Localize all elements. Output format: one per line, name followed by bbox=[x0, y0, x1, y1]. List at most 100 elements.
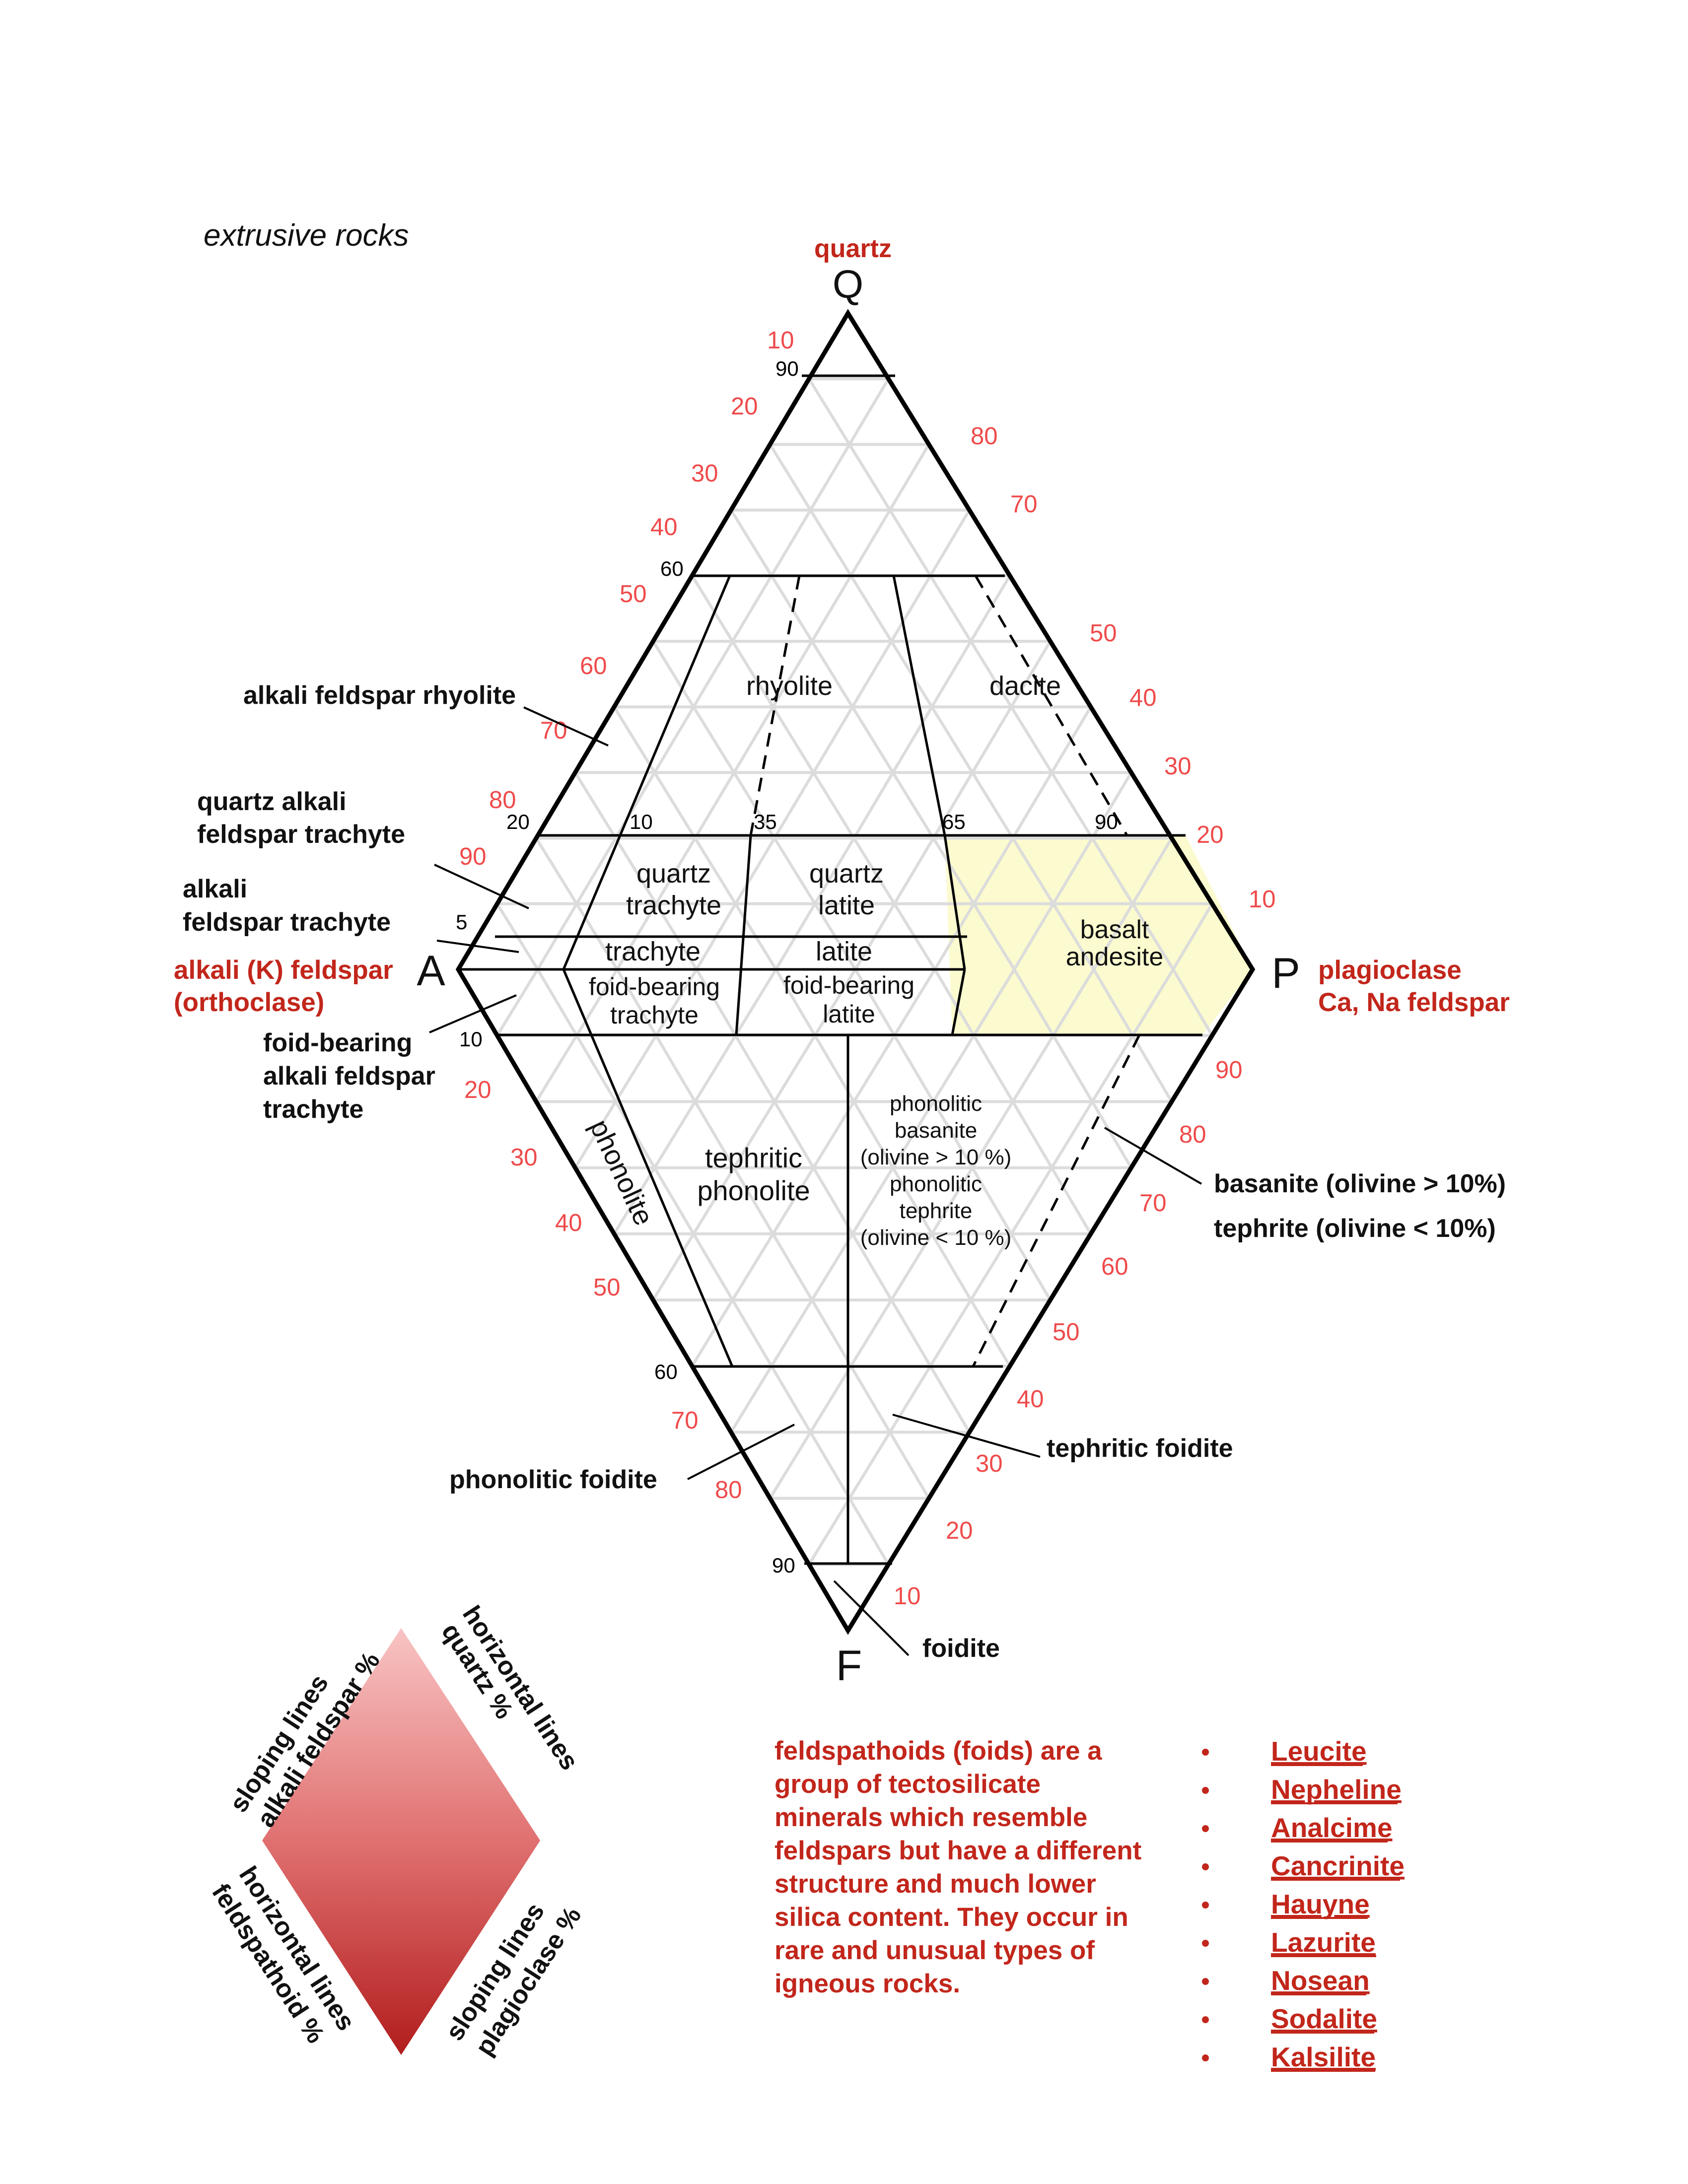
vertex-a-name-1: alkali (K) feldspar bbox=[174, 956, 393, 985]
tick-right-lower: 10 bbox=[894, 1583, 921, 1610]
field-latite: latite bbox=[816, 937, 872, 966]
mineral-bullets bbox=[1202, 1749, 1209, 2061]
field-foid-latite-2: latite bbox=[823, 1000, 875, 1028]
foid-note: feldspathoids (foids) are a group of tec… bbox=[774, 1736, 1141, 1998]
tick-right-lower: 40 bbox=[1017, 1386, 1044, 1413]
mineral-link-cancrinite[interactable]: Cancrinite bbox=[1271, 1850, 1405, 1881]
tick-f60: 60 bbox=[654, 1360, 678, 1383]
field-boundaries bbox=[458, 374, 1202, 1565]
tick-right-lower: 30 bbox=[976, 1450, 1003, 1477]
tick-right-upper: 10 bbox=[1249, 886, 1276, 913]
field-foid-latite-1: foid-bearing bbox=[783, 971, 914, 999]
field-quartz-trachyte-1: quartz bbox=[636, 859, 711, 888]
note-line: igneous rocks. bbox=[774, 1969, 960, 1998]
vertex-q-name: quartz bbox=[814, 234, 892, 263]
vertex-p-name-2: Ca, Na feldspar bbox=[1318, 988, 1510, 1017]
tick-right-lower: 70 bbox=[1139, 1190, 1167, 1217]
note-line: rare and unusual types of bbox=[774, 1936, 1095, 1965]
note-line: group of tectosilicate bbox=[774, 1770, 1041, 1799]
tick-right-lower: 90 bbox=[1215, 1057, 1243, 1084]
callout-tephritic-foidite: tephritic foidite bbox=[1047, 1434, 1233, 1463]
mineral-link-kalsilite[interactable]: Kalsilite bbox=[1271, 2042, 1376, 2072]
tick-left-lower: 50 bbox=[593, 1274, 621, 1301]
field-phonolitic-tephrite-1: phonolitic bbox=[890, 1172, 982, 1196]
field-quartz-latite-1: quartz bbox=[809, 859, 884, 888]
tick-right-upper: 70 bbox=[1010, 491, 1038, 518]
page-title: extrusive rocks bbox=[204, 218, 409, 253]
field-trachyte: trachyte bbox=[605, 937, 701, 966]
tick-left-lower: 30 bbox=[510, 1144, 538, 1171]
vertex-p-letter: P bbox=[1271, 950, 1300, 997]
tick-left-upper: 60 bbox=[580, 653, 607, 680]
callout-alkali-feldspar-rhyolite: alkali feldspar rhyolite bbox=[243, 681, 516, 710]
tick-f10: 10 bbox=[459, 1027, 483, 1051]
field-phonolitic-tephrite-3: (olivine < 10 %) bbox=[860, 1226, 1011, 1250]
tick-p10: 10 bbox=[630, 810, 653, 833]
vertex-a-letter: A bbox=[417, 947, 445, 995]
legend-diamond bbox=[262, 1628, 540, 2055]
note-line: silica content. They occur in bbox=[774, 1903, 1128, 1932]
tick-p65: 65 bbox=[942, 810, 966, 833]
tick-q5: 5 bbox=[456, 910, 467, 934]
tick-right-upper: 30 bbox=[1164, 753, 1192, 780]
field-phonolitic-basanite-3: (olivine > 10 %) bbox=[860, 1145, 1011, 1169]
field-basalt-andesite-1: basalt bbox=[1080, 915, 1149, 944]
mineral-link-nosean[interactable]: Nosean bbox=[1271, 1965, 1370, 1996]
field-basalt-andesite-2: andesite bbox=[1066, 943, 1164, 971]
tick-f90: 90 bbox=[772, 1554, 795, 1577]
tick-left-lower: 80 bbox=[715, 1477, 742, 1503]
field-phonolitic-tephrite-2: tephrite bbox=[900, 1199, 973, 1223]
field-phonolitic-basanite-1: phonolitic bbox=[890, 1092, 982, 1116]
field-tephritic-phonolite-1: tephritic bbox=[705, 1142, 802, 1173]
note-line: feldspathoids (foids) are a bbox=[774, 1736, 1102, 1766]
tick-right-upper: 80 bbox=[971, 423, 998, 450]
note-line: minerals which resemble bbox=[774, 1803, 1087, 1832]
tick-left-upper: 50 bbox=[620, 581, 647, 608]
note-line: feldspars but have a different bbox=[774, 1836, 1141, 1865]
tick-right-upper: 50 bbox=[1090, 620, 1117, 647]
tick-labels-black: 90 60 20 5 10 60 90 10 35 65 90 bbox=[456, 357, 1118, 1577]
tick-left-lower: 40 bbox=[555, 1210, 582, 1236]
tick-right-lower: 60 bbox=[1101, 1253, 1128, 1280]
callout-alkali-feldspar-trachyte-2: feldspar trachyte bbox=[183, 908, 391, 937]
callout-basanite: basanite (olivine > 10%) bbox=[1214, 1169, 1506, 1198]
mineral-link-lazurite[interactable]: Lazurite bbox=[1271, 1927, 1376, 1958]
minerals-list: Leucite Nepheline Analcime Cancrinite Ha… bbox=[1202, 1736, 1405, 2072]
tick-q90: 90 bbox=[775, 357, 799, 380]
field-rhyolite: rhyolite bbox=[746, 671, 833, 701]
tick-p90: 90 bbox=[1095, 810, 1118, 833]
tick-left-upper: 20 bbox=[731, 393, 758, 420]
tick-labels-red: 10 20 30 40 50 60 70 80 90 80 70 50 40 3… bbox=[459, 327, 1276, 1610]
mineral-link-sodalite[interactable]: Sodalite bbox=[1271, 2003, 1377, 2034]
tick-left-lower: 70 bbox=[671, 1407, 699, 1434]
legend: sloping lines alkali feldspar % horizont… bbox=[206, 1601, 587, 2061]
callout-lines bbox=[429, 706, 1202, 1656]
vertex-q-letter: Q bbox=[833, 262, 863, 306]
mineral-link-leucite[interactable]: Leucite bbox=[1271, 1736, 1367, 1767]
dashed-boundaries bbox=[749, 575, 1141, 1367]
callout-alkali-feldspar-trachyte-1: alkali bbox=[183, 875, 247, 903]
mineral-link-nepheline[interactable]: Nepheline bbox=[1271, 1774, 1402, 1805]
tick-right-lower: 80 bbox=[1179, 1121, 1206, 1148]
callout-foid-alkali-3: trachyte bbox=[263, 1095, 363, 1124]
field-foid-trachyte-2: trachyte bbox=[610, 1001, 699, 1029]
callout-foid-alkali-1: foid-bearing bbox=[263, 1028, 412, 1057]
mineral-link-analcime[interactable]: Analcime bbox=[1271, 1812, 1393, 1843]
callout-labels: alkali feldspar rhyolite quartz alkali f… bbox=[183, 681, 1506, 1663]
field-foid-trachyte-1: foid-bearing bbox=[589, 973, 720, 1001]
tick-q20: 20 bbox=[506, 810, 530, 833]
mineral-link-hauyne[interactable]: Hauyne bbox=[1271, 1889, 1370, 1919]
tick-left-upper: 30 bbox=[691, 460, 718, 487]
field-labels: rhyolite dacite quartz trachyte quartz l… bbox=[584, 671, 1163, 1250]
diamond-outline bbox=[455, 309, 1256, 1635]
callout-foid-alkali-2: alkali feldspar bbox=[263, 1062, 435, 1091]
tick-right-lower: 50 bbox=[1053, 1319, 1080, 1346]
tick-left-lower: 20 bbox=[464, 1077, 492, 1103]
field-quartz-latite-2: latite bbox=[818, 890, 875, 920]
tick-left-upper: 80 bbox=[489, 787, 516, 814]
field-dacite: dacite bbox=[989, 671, 1061, 701]
callout-phonolitic-foidite: phonolitic foidite bbox=[449, 1465, 657, 1494]
callout-tephrite: tephrite (olivine < 10%) bbox=[1214, 1214, 1496, 1243]
